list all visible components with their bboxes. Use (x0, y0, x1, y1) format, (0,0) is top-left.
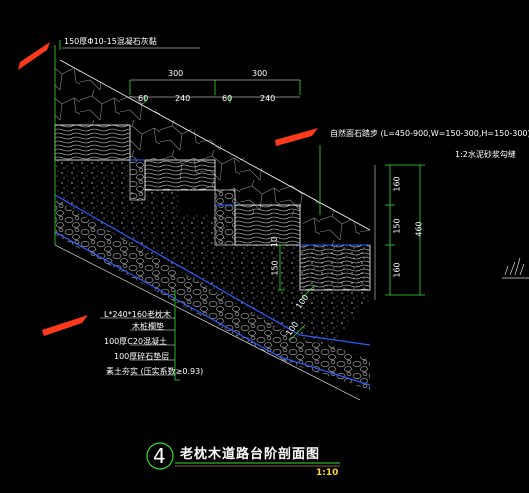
sleeper-4 (299, 244, 371, 291)
left-label-1: L*240*160老枕木 (104, 310, 171, 319)
left-label-5: 素土夯实 (压实系数≥0.93) (106, 367, 204, 376)
drawing-scale: 1:10 (316, 468, 339, 478)
dim-right-3: 160 (392, 262, 402, 278)
dim-sub-3: 60 (222, 94, 233, 103)
dim-right-2: 150 (392, 218, 402, 234)
dim-sub-1: 60 (138, 94, 149, 103)
dim-top-1: 300 (168, 69, 184, 78)
top-note: 150厚Φ10-15混凝石灰黏 (64, 37, 157, 46)
dim-top-2: 300 (252, 69, 268, 78)
right-note2: 1:2水泥砂浆勾缝 (455, 150, 516, 159)
left-label-2: 木桩橺垫 (132, 322, 164, 331)
drawing-title: 老枕木道路台阶剖面图 (180, 447, 321, 462)
left-label-4: 100厚碎石垫层 (114, 352, 170, 361)
dim-sub-2: 240 (175, 94, 191, 103)
dim-inner-1: 10 (270, 236, 280, 248)
dim-inner-2: 150 (270, 260, 280, 276)
stone-fill (55, 60, 370, 245)
arrow-right (275, 128, 318, 146)
dim-sub-4: 240 (260, 94, 276, 103)
concrete-layer (55, 160, 370, 345)
sleeper-1 (54, 124, 131, 161)
arrow-top (18, 42, 50, 70)
left-label-3: 100厚C20混凝土 (104, 337, 168, 346)
arrow-left (42, 315, 88, 336)
dim-right-total: 460 (414, 221, 424, 237)
dim-right-1: 160 (392, 176, 402, 192)
pebble-layer (55, 200, 370, 390)
sleeper-2 (144, 159, 216, 191)
title-number: 4 (153, 444, 166, 468)
right-note: 自然面石踏步 (L=450-900,W=150-300,H=150-300) (330, 129, 529, 138)
sleeper-3 (234, 204, 301, 246)
